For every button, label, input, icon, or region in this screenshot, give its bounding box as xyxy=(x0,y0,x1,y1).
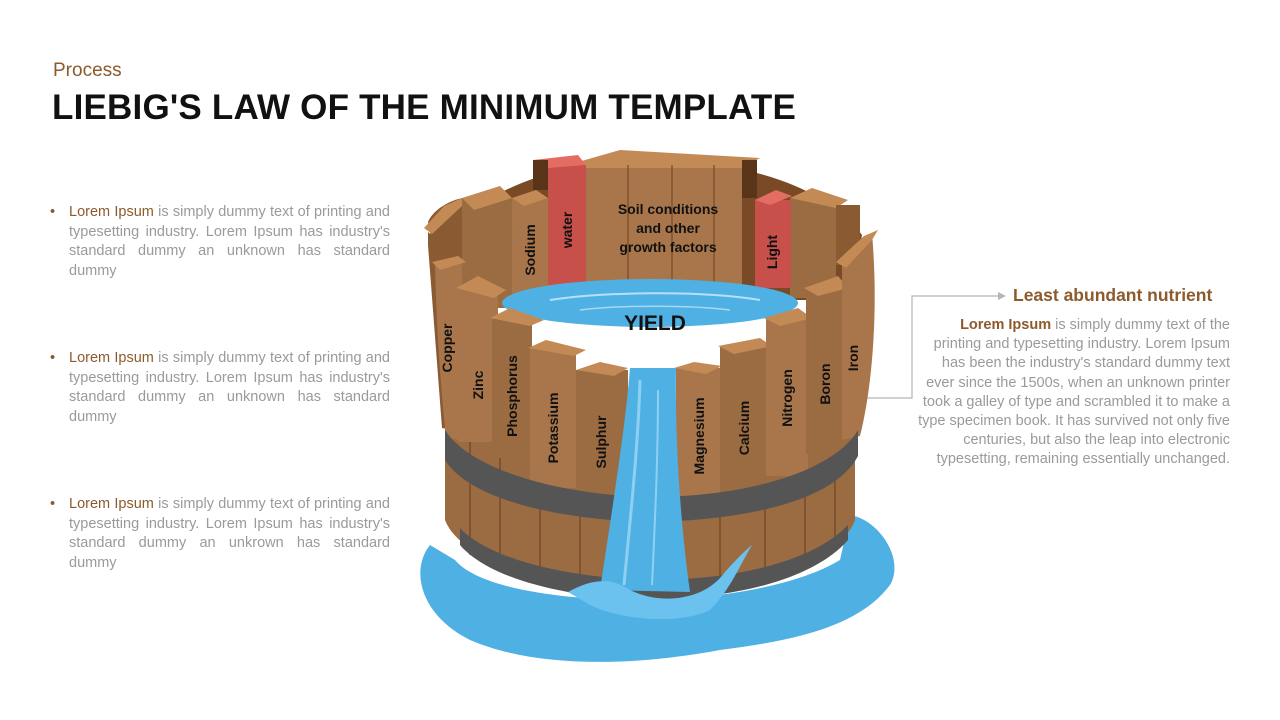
label-zinc: Zinc xyxy=(470,370,486,399)
water-puddle xyxy=(420,515,895,662)
bullet-text: is simply dummy text of printing and typ… xyxy=(69,496,390,571)
label-sodium: Sodium xyxy=(522,224,538,275)
bullet-dot: • xyxy=(50,496,56,512)
stave-water xyxy=(548,165,586,287)
label-magnesium: Magnesium xyxy=(691,397,707,474)
label-iron: Iron xyxy=(845,345,861,371)
label-phosphorus: Phosphorus xyxy=(504,355,520,437)
callout-heading: Least abundant nutrient xyxy=(1013,285,1213,305)
back-label-line-1: Soil conditions xyxy=(618,201,719,217)
label-light: Light xyxy=(764,235,780,270)
label-copper: Copper xyxy=(439,323,455,373)
label-calcium: Calcium xyxy=(736,401,752,455)
back-label-line-2: and other xyxy=(636,220,700,236)
label-boron: Boron xyxy=(817,363,833,404)
label-nitrogen: Nitrogen xyxy=(779,369,795,427)
bullet-text: is simply dummy text of printing and typ… xyxy=(69,204,390,279)
callout-text: Lorem Ipsum is simply dummy text of the … xyxy=(918,316,1230,470)
callout-body: is simply dummy text of the printing and… xyxy=(918,317,1230,468)
bullet-item-3: • Lorem Ipsum is simply dummy text of pr… xyxy=(50,495,390,573)
page-title: LIEBIG'S LAW OF THE MINIMUM TEMPLATE xyxy=(52,88,796,127)
bullet-dot: • xyxy=(50,350,56,366)
arrow-head-icon xyxy=(998,292,1006,300)
yield-label: YIELD xyxy=(624,312,686,335)
water-splash xyxy=(568,545,752,620)
water-stream xyxy=(600,368,690,592)
left-front-staves xyxy=(428,232,628,496)
back-label-line-3: growth factors xyxy=(619,239,716,255)
right-front-staves xyxy=(674,230,878,496)
stave-light xyxy=(755,200,791,288)
barrel-band-lower xyxy=(460,525,848,600)
bullet-lead: Lorem Ipsum xyxy=(69,204,154,220)
callout-lead: Lorem Ipsum xyxy=(960,317,1052,333)
bullet-item-2: • Lorem Ipsum is simply dummy text of pr… xyxy=(50,349,390,427)
red-staves xyxy=(533,155,792,288)
bullet-lead: Lorem Ipsum xyxy=(69,350,154,366)
barrel-band-upper xyxy=(445,430,858,522)
callout-connector xyxy=(862,295,1000,399)
label-water: water xyxy=(559,211,575,249)
category-label: Process xyxy=(53,60,122,81)
water-surface xyxy=(502,279,798,327)
label-sulphur: Sulphur xyxy=(593,415,609,468)
bullet-lead: Lorem Ipsum xyxy=(69,496,154,512)
bullet-text: is simply dummy text of printing and typ… xyxy=(69,350,390,425)
bullet-item-1: • Lorem Ipsum is simply dummy text of pr… xyxy=(50,203,390,281)
bullet-dot: • xyxy=(50,204,56,220)
label-potassium: Potassium xyxy=(545,393,561,464)
